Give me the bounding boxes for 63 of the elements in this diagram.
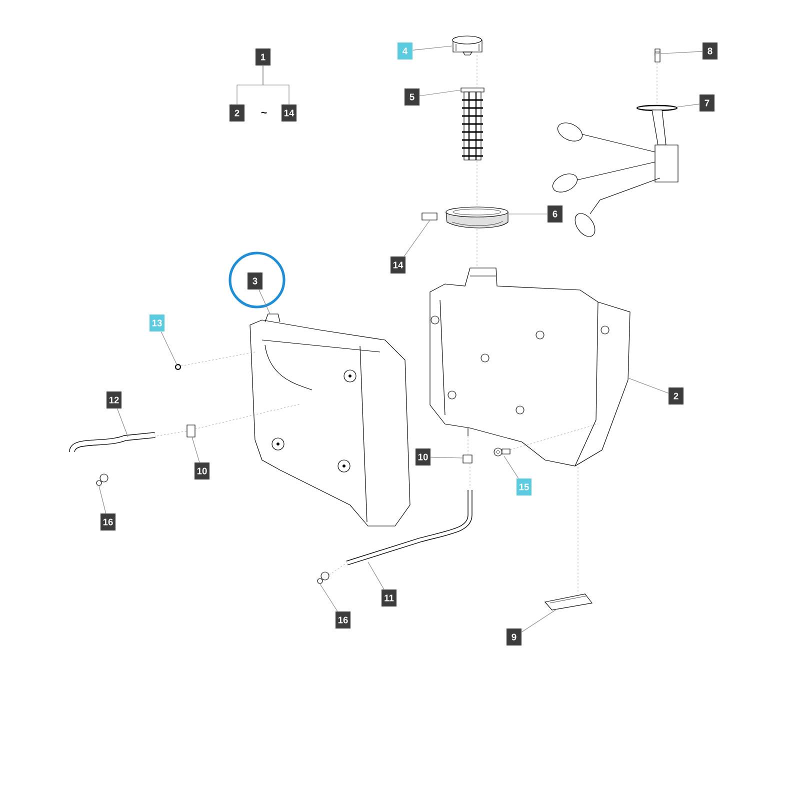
tilde-sign: ~	[261, 112, 267, 114]
callout-number: 10	[416, 448, 430, 466]
assembly-line	[476, 228, 478, 268]
callout-number: 7	[700, 94, 715, 112]
leader-line	[404, 220, 430, 257]
callout-number: 2	[230, 104, 244, 122]
callout-number: 15	[516, 478, 532, 496]
leader-line	[258, 289, 270, 314]
leader-line	[192, 436, 200, 463]
callout-number: 16	[100, 514, 116, 530]
bolt-drawing	[494, 448, 510, 456]
assembly-line	[476, 54, 478, 88]
cap-drawing	[452, 36, 482, 56]
clamp-drawing	[317, 572, 330, 584]
leader-line	[368, 562, 384, 590]
callout-number: 6	[548, 206, 562, 222]
leader-line	[117, 408, 128, 438]
assembly-line	[156, 430, 188, 436]
assembly-line	[476, 160, 478, 208]
sender-unit-drawing	[552, 104, 678, 237]
callout-number: 9	[506, 628, 522, 646]
callout-number: 16	[336, 612, 350, 628]
callout-number: 14	[282, 104, 296, 122]
gasket-drawing	[446, 206, 508, 228]
bracket-line	[262, 65, 290, 105]
assembly-line	[194, 404, 300, 430]
screw-drawing	[654, 48, 660, 62]
fuel-tank-drawing	[430, 268, 630, 466]
leader-line	[412, 46, 452, 50]
callout-number: 8	[702, 42, 718, 60]
leader-line	[160, 331, 178, 366]
leader-line	[628, 378, 669, 394]
clip-drawing	[186, 424, 196, 438]
leader-line	[320, 584, 338, 612]
callout-number: 1	[256, 48, 270, 66]
leader-line	[98, 486, 106, 514]
strainer-drawing	[460, 88, 484, 161]
plug-drawing	[422, 212, 438, 220]
assembly-line	[656, 62, 658, 104]
leader-line	[419, 90, 462, 96]
callout-number: 10	[194, 462, 210, 480]
leader-line	[430, 456, 464, 458]
leader-line	[521, 608, 558, 632]
washer-drawing	[174, 364, 182, 370]
callout-number: 2	[668, 388, 684, 404]
clamp-drawing	[96, 474, 108, 486]
callout-number: 13	[150, 314, 164, 332]
pipe-drawing	[346, 490, 472, 566]
hose-drawing	[69, 432, 156, 453]
leader-line	[654, 51, 703, 54]
leader-line	[504, 456, 519, 479]
assembly-line	[180, 352, 256, 366]
callout-number: 11	[382, 590, 396, 606]
callout-number: 5	[404, 88, 420, 106]
callout-number: 4	[398, 42, 412, 60]
callout-number: 3	[248, 272, 262, 290]
leader-line	[676, 104, 700, 108]
callout-number: 14	[390, 256, 406, 274]
callout-number: 12	[106, 392, 122, 408]
clip-drawing	[462, 454, 472, 464]
shield-drawing	[250, 314, 410, 526]
assembly-line	[510, 424, 598, 450]
assembly-line	[328, 564, 346, 576]
